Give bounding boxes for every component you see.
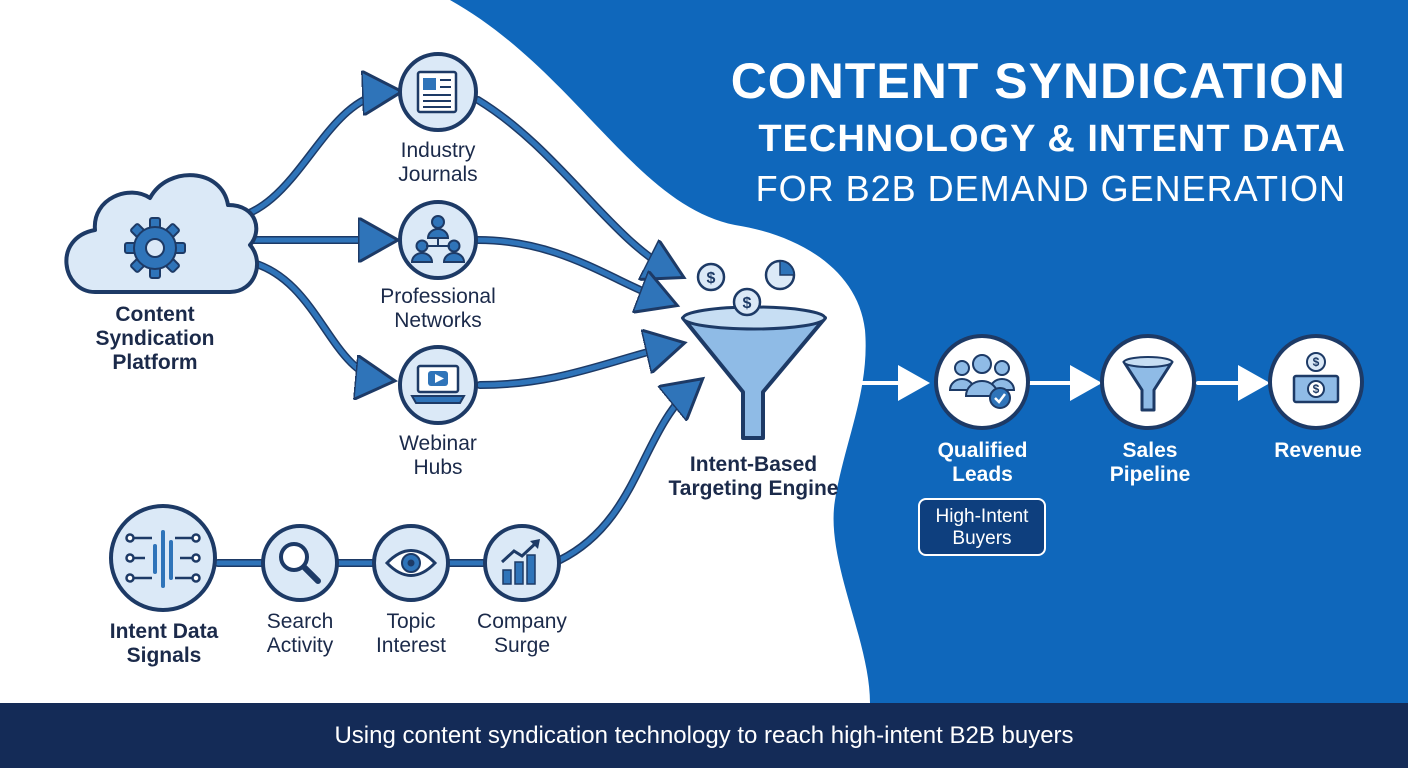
funnel-icon [1100,334,1196,430]
svg-text:$: $ [707,270,716,287]
label-journals: Industry Journals [398,139,478,186]
label-revenue: Revenue [1274,439,1362,462]
connector-networks-engine [475,237,668,302]
label-webinars: Webinar Hubs [399,432,477,479]
funnel-coins-icon: $ $ [681,259,827,440]
eye-icon [372,524,450,602]
label-platform: Content Syndication Platform [95,303,215,374]
label-intent: Intent Data Signals [109,620,219,667]
connector-journals-engine [475,97,675,273]
label-networks: Professional Networks [380,285,496,332]
footer-caption: Using content syndication technology to … [0,703,1408,768]
svg-text:$: $ [1313,382,1320,396]
label-search: Search Activity [266,610,334,657]
high-intent-badge: High-Intent Buyers [918,498,1046,556]
cloud-gear-icon [64,173,260,294]
label-topic: Topic Interest [375,610,447,657]
label-pipeline: Sales Pipeline [1109,439,1191,486]
money-icon: $ $ [1268,334,1364,430]
growth-chart-icon [483,524,561,602]
connector-surge-engine [557,385,695,563]
svg-text:$: $ [743,295,752,312]
title-line-2: TECHNOLOGY & INTENT DATA [758,118,1346,160]
label-engine: Intent-Based Targeting Engine [668,453,839,500]
label-surge: Company Surge [477,610,567,657]
title-line-1: CONTENT SYNDICATION [730,53,1346,109]
user-group-check-icon [934,334,1030,430]
people-network-icon [398,200,478,280]
laptop-video-icon [398,345,478,425]
blue-panel [450,0,1408,703]
connector-platform-webinars [247,259,385,380]
label-leads: Qualified Leads [937,439,1028,486]
magnifier-icon [261,524,339,602]
newspaper-icon [398,52,478,132]
title-line-3: FOR B2B DEMAND GENERATION [755,168,1346,209]
connector-webinars-engine [477,345,675,388]
signal-waves-icon [109,504,217,612]
svg-text:$: $ [1313,355,1320,369]
